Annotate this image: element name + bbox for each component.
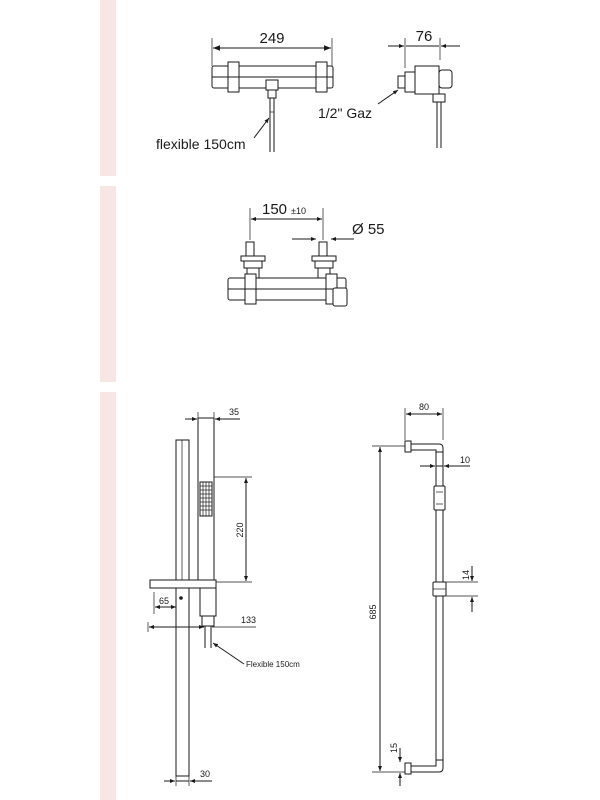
handset-length-dimension: 220 <box>235 522 245 537</box>
bar-width-dimension: 30 <box>200 769 210 779</box>
depth-dimension: 76 <box>416 28 433 45</box>
hose-reach-dimension: 133 <box>241 615 256 625</box>
spacing-tolerance: ±10 <box>291 206 306 216</box>
section-divider-middle <box>100 186 116 382</box>
width-dimension: 249 <box>259 30 284 47</box>
height-dimension: 685 <box>368 604 378 619</box>
mixer-side-view: 76 1/2" Gaz <box>318 28 460 148</box>
shower-set-front-view: 35 220 <box>147 407 300 786</box>
section-divider-bottom <box>100 392 116 800</box>
diameter-dimension: Ø 55 <box>352 221 385 238</box>
hose-label-shower: Flexible 150cm <box>246 660 300 669</box>
head-offset-dimension: 35 <box>229 407 239 417</box>
mixer-front-view: 249 flexible 150cm <box>156 30 334 152</box>
shower-set-side-view: 80 685 10 14 15 <box>368 402 478 786</box>
section-divider-top <box>100 0 116 176</box>
spray-face-pattern <box>200 482 212 516</box>
spacing-dimension: 150 <box>262 201 287 218</box>
thread-label: 1/2" Gaz <box>318 105 372 121</box>
holder-dimension: 65 <box>159 596 169 606</box>
rail-dimension: 10 <box>460 455 470 465</box>
mixer-installation-view: 150 ±10 Ø 55 <box>227 201 385 307</box>
slider-dimension: 14 <box>461 570 471 580</box>
bottom-dimension: 15 <box>389 743 399 753</box>
hose-label: flexible 150cm <box>156 136 246 152</box>
top-depth-dimension: 80 <box>419 402 429 412</box>
